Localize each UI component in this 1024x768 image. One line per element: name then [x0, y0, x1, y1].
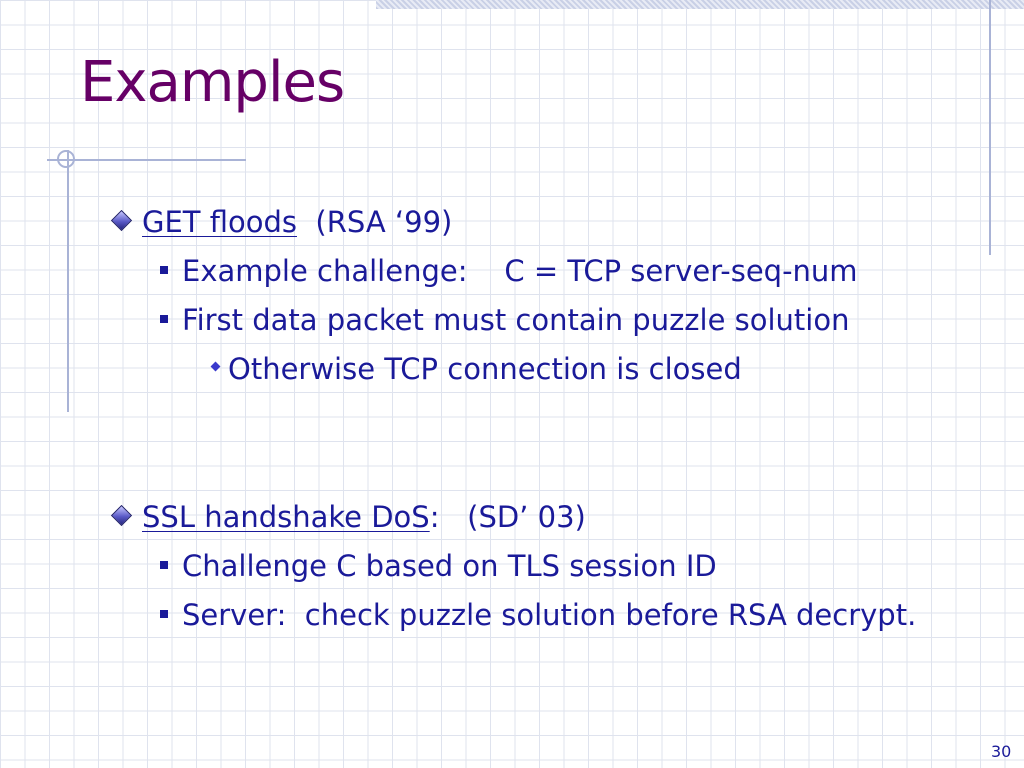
- slide-title: Examples: [80, 50, 345, 115]
- bullet-get-floods: GET floods (RSA ‘99): [110, 205, 452, 239]
- square-bullet-icon: [160, 561, 168, 569]
- small-diamond-bullet-icon: [210, 361, 221, 371]
- bullet-text: Otherwise TCP connection is closed: [228, 352, 742, 386]
- decor-vertical-line-right: [989, 0, 991, 255]
- sub-bullet-server: Server: check puzzle solution before RSA…: [158, 598, 916, 632]
- title-underline: [47, 159, 246, 161]
- bullet-text: Example challenge: C = TCP server-seq-nu…: [182, 254, 858, 288]
- diamond-bullet-icon: [110, 504, 133, 526]
- sub-bullet-first-data-packet: First data packet must contain puzzle so…: [158, 303, 849, 337]
- bullet-text: Server: check puzzle solution before RSA…: [182, 598, 917, 632]
- ssl-handshake-dos-link[interactable]: SSL handshake DoS: [142, 500, 430, 534]
- sub-sub-bullet-otherwise: Otherwise TCP connection is closed: [208, 352, 742, 386]
- square-bullet-icon: [160, 266, 168, 274]
- header-pattern-strip: [376, 0, 1024, 9]
- sub-bullet-challenge-c: Challenge C based on TLS session ID: [158, 549, 717, 583]
- bullet-suffix: : (SD’ 03): [429, 500, 586, 534]
- crosshair-circle-icon: [57, 150, 75, 168]
- bullet-suffix: (RSA ‘99): [297, 205, 453, 239]
- diamond-bullet-icon: [110, 209, 133, 231]
- decor-vertical-line-left: [67, 150, 69, 412]
- sub-bullet-example-challenge: Example challenge: C = TCP server-seq-nu…: [158, 254, 858, 288]
- square-bullet-icon: [160, 315, 168, 323]
- square-bullet-icon: [160, 610, 168, 618]
- get-floods-link[interactable]: GET floods: [142, 205, 297, 239]
- bullet-ssl-handshake: SSL handshake DoS: (SD’ 03): [110, 500, 586, 534]
- bullet-text: First data packet must contain puzzle so…: [182, 303, 850, 337]
- bullet-text: Challenge C based on TLS session ID: [182, 549, 717, 583]
- page-number: 30: [991, 742, 1012, 761]
